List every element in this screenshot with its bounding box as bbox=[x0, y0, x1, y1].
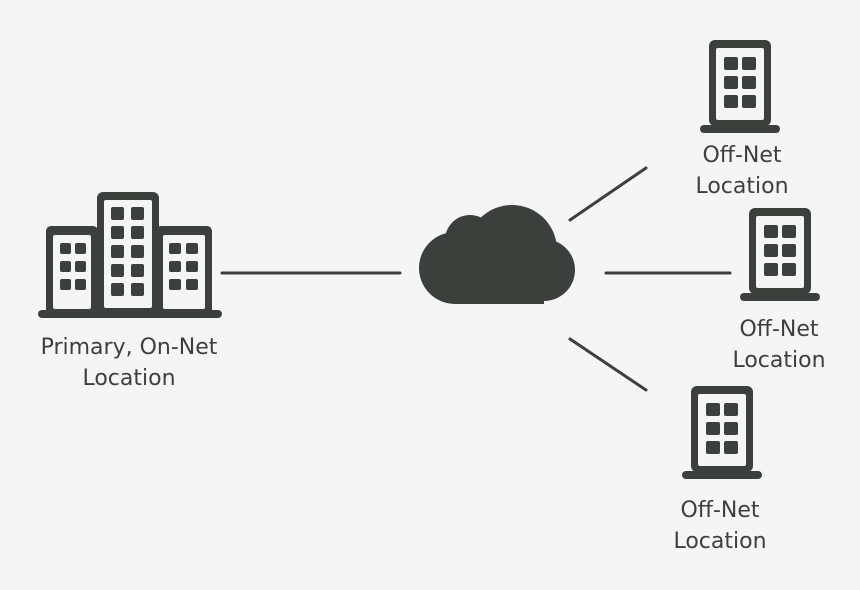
offnet-top-label-line2: Location bbox=[695, 174, 789, 199]
cloud-icon bbox=[419, 205, 575, 304]
offnet-bottom-label-line2: Location bbox=[673, 529, 767, 554]
link-network-to-offnet-bottom bbox=[568, 337, 648, 392]
primary-location-label-line1: Primary, On-Net bbox=[40, 335, 218, 360]
offnet-top-label: Off-Net Location bbox=[695, 140, 788, 202]
offnet-middle-label-line1: Off-Net bbox=[739, 317, 819, 342]
building-icon bbox=[740, 208, 820, 301]
offnet-bottom-label-line1: Off-Net bbox=[680, 498, 760, 523]
office-buildings-icon bbox=[38, 192, 222, 318]
offnet-middle-label-line2: Location bbox=[732, 348, 826, 373]
primary-location-label-line2: Location bbox=[82, 366, 176, 391]
link-network-to-offnet-top bbox=[568, 166, 648, 222]
building-icon bbox=[682, 386, 762, 479]
offnet-middle-label: Off-Net Location bbox=[732, 314, 825, 376]
building-icon bbox=[700, 40, 780, 133]
offnet-top-label-line1: Off-Net bbox=[702, 143, 782, 168]
offnet-bottom-label: Off-Net Location bbox=[673, 495, 766, 557]
primary-location-label: Primary, On-Net Location bbox=[41, 332, 218, 394]
